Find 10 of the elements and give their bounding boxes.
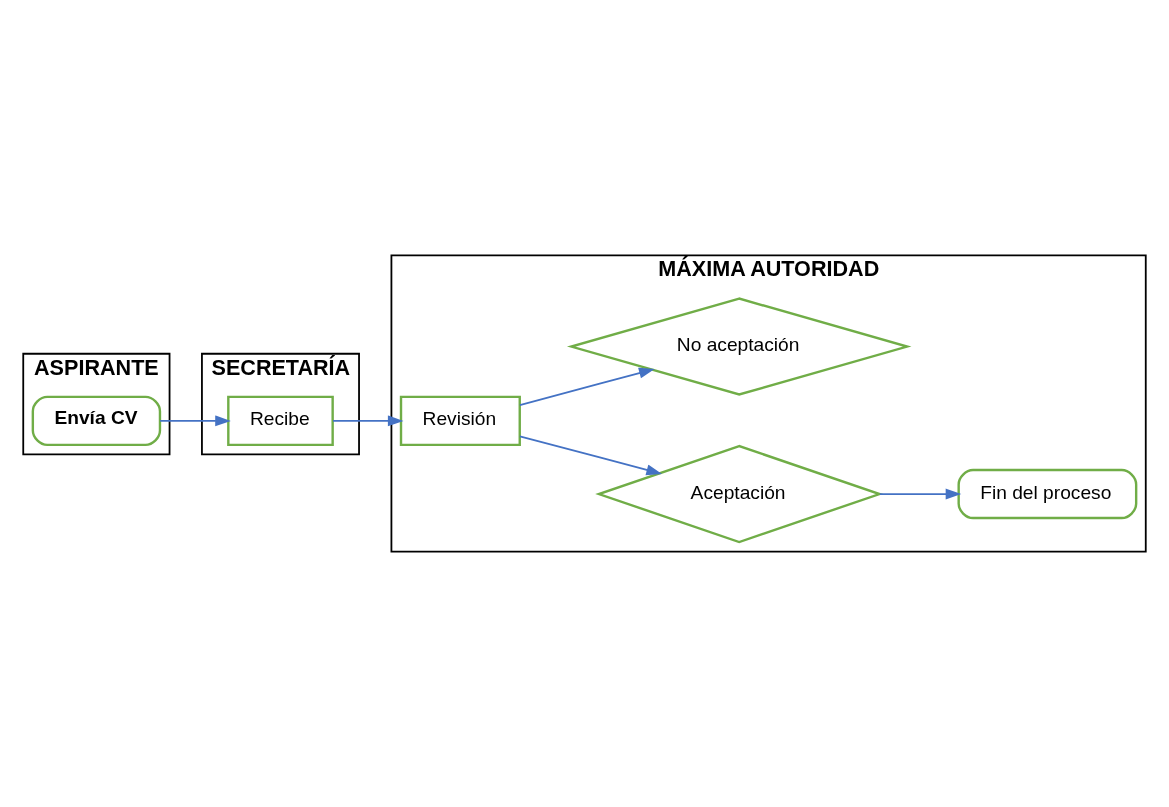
arrow xyxy=(518,367,655,407)
arrow xyxy=(159,415,231,427)
node-box: Revisión xyxy=(399,395,521,447)
arrow xyxy=(518,435,662,476)
node-box: Fin del proceso xyxy=(957,468,1138,520)
arrow xyxy=(332,415,404,427)
node-box: Recibe xyxy=(227,395,334,447)
node-box: Envía CV xyxy=(31,395,162,447)
node-diamond: No aceptación xyxy=(566,297,912,396)
arrow xyxy=(879,488,962,500)
